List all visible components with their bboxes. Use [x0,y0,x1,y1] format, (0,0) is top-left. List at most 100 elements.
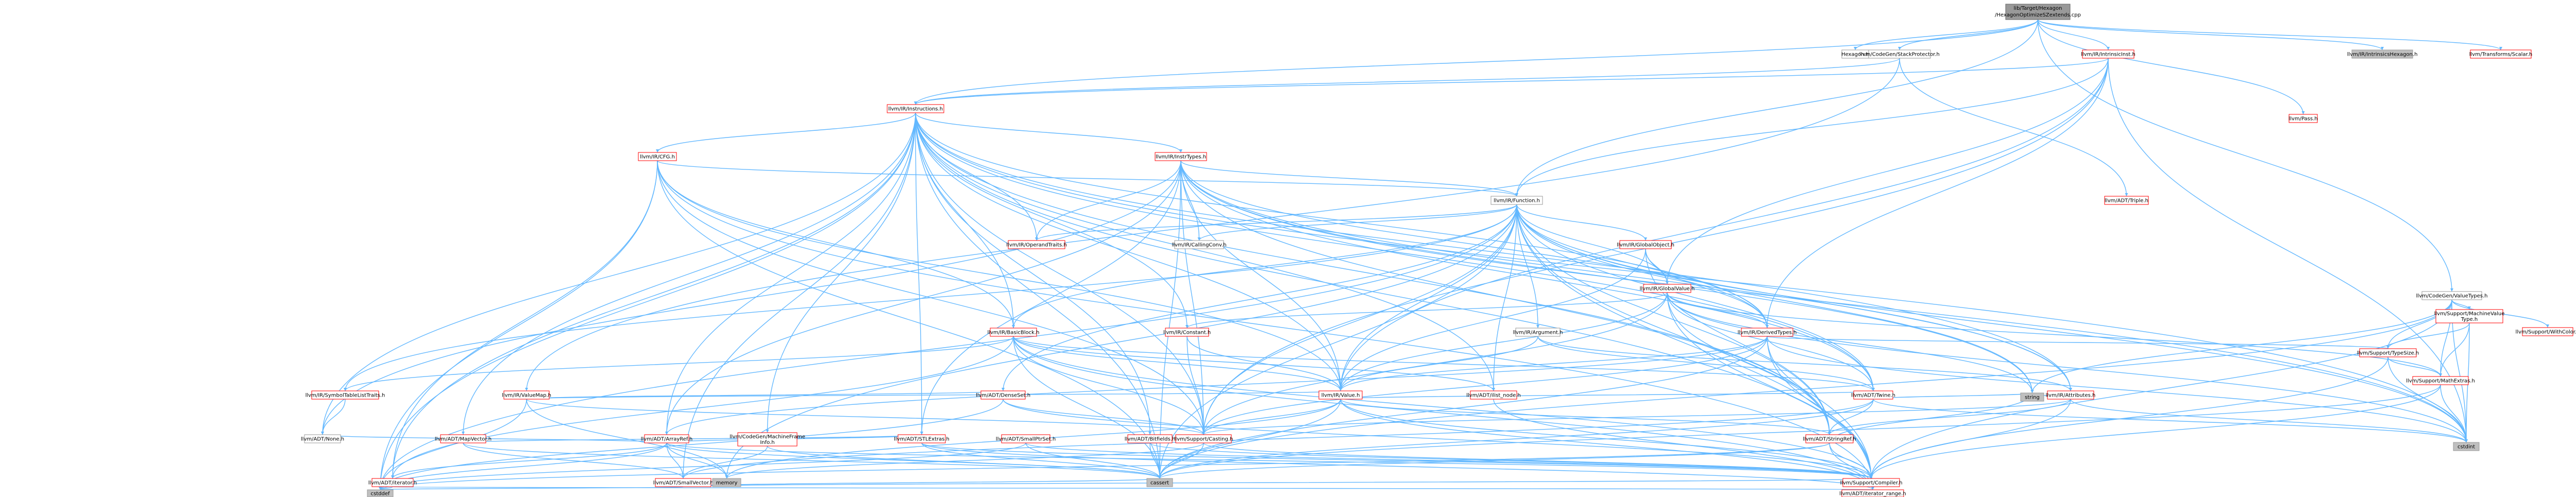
node-box [1155,152,1207,161]
edge-inst_types-to-none_h [322,160,1181,435]
node-cstddef[interactable]: cstddef [367,489,394,497]
arrowhead-math_extras-to-cstdint [2465,439,2468,442]
node-operand-traits[interactable]: llvm/IR/OperandTraits.h [1006,240,1067,249]
node-value-map[interactable]: llvm/IR/ValueMap.h [502,390,551,400]
node-box [1470,390,1517,400]
edge-global_value-to-cstdint [1667,292,2467,443]
node-pass-h[interactable]: llvm/Pass.h [2289,114,2318,123]
node-dense-set[interactable]: llvm/ADT/DenseSet.h [976,390,1030,400]
node-calling-conv[interactable]: llvm/IR/CallingConv.h [1172,240,1227,249]
node-ir-attributes[interactable]: llvm/IR/Attributes.h [2046,390,2096,400]
node-bit-fields[interactable]: llvm/ADT/Bitfields.h [1125,434,1175,443]
node-string-ref[interactable]: llvm/ADT/StringRef.h [1803,434,1856,443]
node-cstdint[interactable]: cstdint [2453,442,2480,451]
node-label: llvm/IR/InstrTypes.h [1156,155,1206,160]
node-function[interactable]: llvm/IR/Function.h [1490,196,1543,205]
edge-basic_block-to-ilist_node [1013,336,1494,391]
node-iterator[interactable]: llvm/ADT/iterator.h [368,478,417,487]
node-compiler[interactable]: llvm/Support/Compiler.h [1840,478,1903,487]
node-memory[interactable]: memory [712,478,741,487]
node-twine[interactable]: llvm/ADT/Twine.h [1851,390,1895,400]
node-inst-types[interactable]: llvm/IR/InstrTypes.h [1155,152,1207,161]
node-global-object[interactable]: llvm/IR/GlobalObject.h [1617,240,1674,249]
edge-small_ptr_set-to-compiler [1025,442,1872,479]
node-none-h[interactable]: llvm/ADT/None.h [301,434,344,443]
arrowhead-function-to-operand_traits [1035,237,1038,241]
node-derived-types[interactable]: llvm/IR/DerivedTypes.h [1738,328,1797,337]
node-ilist-node[interactable]: llvm/ADT/ilist_node.h [1466,390,1521,400]
node-math-extras[interactable]: llvm/Support/MathExtras.h [2406,376,2475,385]
arrowhead-root-to-transforms_scalar [2499,47,2502,50]
node-value-h[interactable]: llvm/IR/Value.h [1318,390,1363,400]
node-array-ref[interactable]: llvm/ADT/ArrayRef.h [641,434,693,443]
node-small-ptr-set[interactable]: llvm/ADT/SmallPtrSet.h [996,434,1056,443]
node-box [1842,478,1900,487]
edge-argument-to-value_h [1340,336,1538,391]
node-box [2412,376,2469,385]
edge-constant-to-value_h [1187,336,1341,391]
node-string[interactable]: string [2020,392,2044,402]
node-intrinsic-inst[interactable]: llvm/IR/IntrinsicInst.h [2081,49,2136,59]
node-global-value[interactable]: llvm/IR/GlobalValue.h [1640,284,1695,293]
arrowhead-array_ref-to-iterator [391,475,394,478]
node-instructions[interactable]: llvm/IR/Instructions.h [887,104,944,113]
arrowhead-intrinsic_inst-to-instructions [914,101,917,105]
node-basic-block[interactable]: llvm/IR/BasicBlock.h [988,328,1040,337]
node-value-types[interactable]: llvm/CodeGen/ValueTypes.h [2416,291,2488,300]
arrowhead-small_vector-to-cassert [1158,475,1161,478]
arrowhead-argument-to-ir_attributes [2069,388,2072,391]
edge-derived_types-to-cstdint [1767,336,2467,443]
arrowhead-instructions-to-cfg [656,149,659,152]
node-constant[interactable]: llvm/IR/Constant.h [1163,328,1211,337]
edge-dense_set-to-cstddef [380,399,1004,490]
node-cfg[interactable]: llvm/IR/CFG.h [638,152,677,161]
node-box [1318,390,1363,400]
node-label: llvm/CodeGen/ValueTypes.h [2416,294,2488,299]
node-label: llvm/IR/IntrinsicsHexagon.h [2347,52,2418,58]
edge-casting-to-compiler [1203,442,1872,479]
edge-inst_types-to-string [1180,160,2033,393]
arrowhead-dense_set-to-cstddef [379,487,382,490]
node-triple[interactable]: llvm/ADT/Triple.h [2104,196,2149,205]
edge-basic_block-to-compiler [1013,336,1872,479]
root-file-node[interactable]: lib/Target/Hexagon/HexagonOptimizeSZexte… [1995,4,2081,20]
node-box [1805,434,1854,443]
node-intrinsics-hexagon[interactable]: llvm/IR/IntrinsicsHexagon.h [2347,49,2418,59]
node-type-size[interactable]: llvm/Support/TypeSize.h [2357,348,2419,357]
node-casting[interactable]: llvm/Support/Casting.h [1174,434,1233,443]
node-label: llvm/ADT/ilist_node.h [1466,393,1521,399]
node-stack-protector[interactable]: llvm/CodeGen/StackProtector.h [1859,49,1940,59]
node-label: llvm/ADT/StringRef.h [1803,437,1856,442]
node-argument[interactable]: llvm/IR/Argument.h [1513,328,1563,337]
node-box [1175,434,1232,443]
edge-inst_types-to-twine [1180,160,1874,391]
edge-function-to-casting [1203,204,1517,435]
node-small-vector[interactable]: llvm/ADT/SmallVector.h [653,478,714,487]
edge-twine-to-small_vector [683,399,1874,479]
edge-function-to-dense_set [1003,204,1517,391]
node-label: llvm/Support/MathExtras.h [2406,379,2475,384]
node-label: llvm/IR/OperandTraits.h [1006,243,1066,248]
arrowhead-global_value-to-derived_types [1766,325,1769,328]
node-with-color[interactable]: llvm/Support/WithColor.h [2516,327,2576,336]
node-stl-extras[interactable]: llvm/ADT/STLExtras.h [894,434,950,443]
edge-cfg-to-value_h [657,160,1341,391]
edge-instructions-to-ir_attributes [915,112,2071,391]
node-transforms-scalar[interactable]: llvm/Transforms/Scalar.h [2469,49,2533,59]
edge-function-to-string_ref [1516,204,1830,435]
edge-root-to-intrinsics_hexagon [2037,19,2383,50]
edge-string_ref-to-compiler [1829,442,1872,479]
edge-root-to-pass_h [2037,19,2304,115]
edge-machine_frame_info-to-small_vector [683,445,768,479]
node-box [2359,348,2417,357]
edge-function-to-compiler [1516,204,1872,479]
edge-iterator-to-iterator_range [392,486,1873,490]
node-label: llvm/IR/GlobalValue.h [1640,286,1695,292]
node-cassert[interactable]: cassert [1146,478,1173,487]
node-map-vector[interactable]: llvm/ADT/MapVector.h [435,434,492,443]
node-box [638,152,677,161]
node-symbol-table-list[interactable]: llvm/IR/SymbolTableListTraits.h [306,390,385,400]
node-iterator-range[interactable]: llvm/ADT/iterator_range.h [1839,489,1906,497]
